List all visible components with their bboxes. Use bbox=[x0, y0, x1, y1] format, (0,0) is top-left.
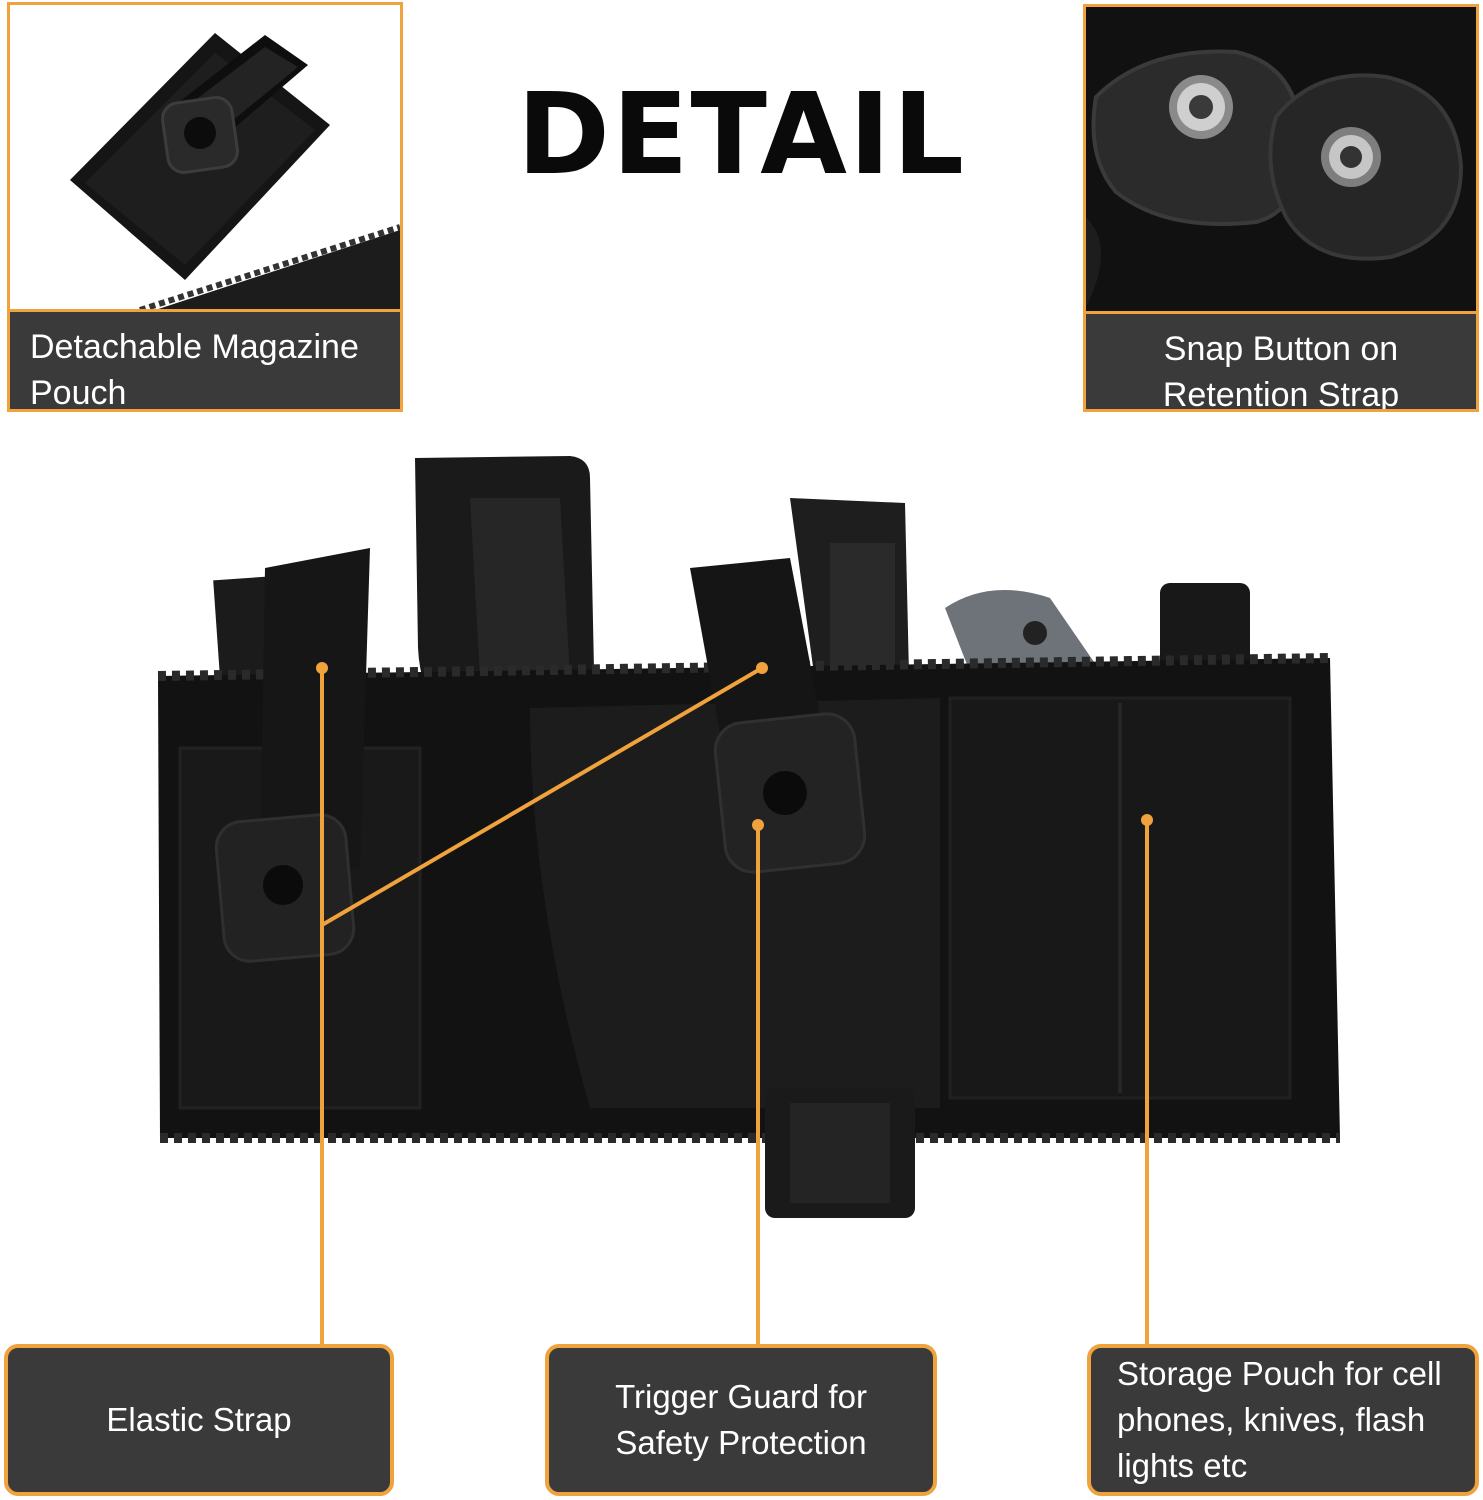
storage-pouch-label: Storage Pouch for cell phones, knives, f… bbox=[1117, 1355, 1442, 1484]
magazine-pouch-label: Detachable Magazine Pouch bbox=[30, 328, 359, 412]
snap-button-caption: Snap Button on Retention Strap bbox=[1086, 311, 1476, 409]
magazine-pouch-photo bbox=[10, 5, 400, 315]
snap-button-label: Snap Button on Retention Strap bbox=[1162, 330, 1400, 412]
page-title: DETAIL bbox=[517, 70, 966, 200]
callout-trigger-guard: Trigger Guard for Safety Protection bbox=[545, 1344, 937, 1496]
holster-product-photo bbox=[157, 456, 1340, 1218]
callout-elastic-strap: Elastic Strap bbox=[4, 1344, 394, 1496]
detail-box-magazine-pouch: Detachable Magazine Pouch bbox=[7, 2, 403, 412]
magazine-pouch-caption: Detachable Magazine Pouch bbox=[10, 309, 400, 409]
snap-button-photo bbox=[1086, 7, 1476, 312]
detail-box-snap-button: Snap Button on Retention Strap bbox=[1083, 4, 1479, 412]
elastic-strap-label: Elastic Strap bbox=[106, 1401, 292, 1438]
callout-storage-pouch: Storage Pouch for cell phones, knives, f… bbox=[1087, 1344, 1479, 1496]
trigger-guard-label: Trigger Guard for Safety Protection bbox=[615, 1378, 867, 1461]
